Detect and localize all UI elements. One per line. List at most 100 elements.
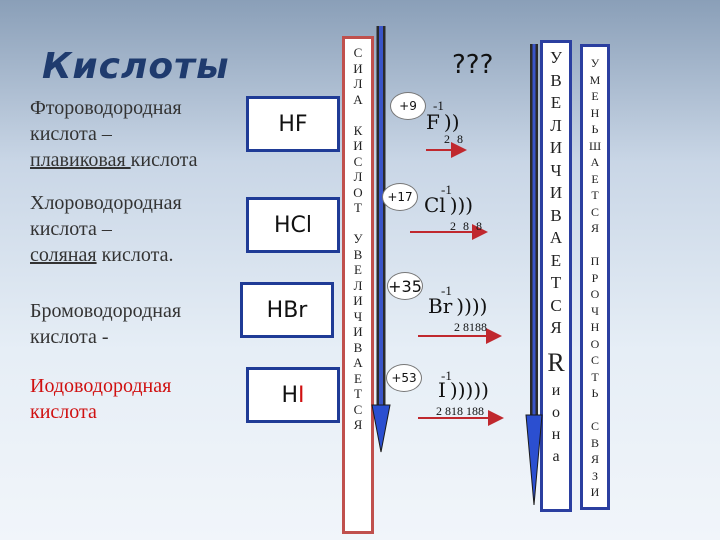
ion-radius-column-ion-letter: о <box>552 403 560 421</box>
acid-strength-column-letter: Л <box>353 169 363 184</box>
radius-arrow-head <box>525 414 543 506</box>
ion-radius-column-letter: И <box>549 138 563 157</box>
acid-strength-column-letter: Я <box>353 417 363 432</box>
bond-strength-column-letter: Ь <box>591 122 599 136</box>
atom-symbol-br: Br <box>428 294 453 318</box>
bond-strength-column-letter: Ь <box>591 386 599 400</box>
ion-radius-column-ion-letter: и <box>551 381 561 399</box>
acid-hf-description: Фтороводородная кислота – плавиковая кис… <box>30 95 198 173</box>
charge-badge-i: +53 <box>386 364 422 392</box>
acid-hcl-description: Хлороводородная кислота – соляная кислот… <box>30 190 182 268</box>
ion-radius-column-letter: С <box>550 295 562 315</box>
acid-hcl-common-rest: кислота. <box>96 244 174 266</box>
atom-cl: Cl ))) <box>424 193 473 217</box>
ion-radius-column-letter: Т <box>550 273 562 292</box>
bond-strength-column-letter: З <box>591 468 598 483</box>
atom-arcs-cl: ))) <box>449 193 474 217</box>
ion-radius-column-letter: Л <box>550 115 562 135</box>
page-title: Кислоты <box>42 46 230 87</box>
atom-symbol-cl: Cl <box>424 193 446 217</box>
acid-hi-description: Иодоводородная кислота <box>30 373 171 425</box>
bond-strength-column-letter: А <box>590 155 600 169</box>
acid-strength-column-letter: Т <box>354 386 362 401</box>
ion-charge-cl: -1 <box>441 182 452 197</box>
atom-symbol-f: F <box>426 110 440 134</box>
acid-hbr-name-line-1: Бромоводородная <box>30 300 182 322</box>
atom-arcs-f: )) <box>443 110 460 134</box>
formula-box-hbr: HBr <box>240 282 334 338</box>
bond-strength-column-letter: Е <box>591 171 599 186</box>
ion-radius-column-letter: Е <box>550 93 562 112</box>
ion-radius-column-letter: У <box>549 48 563 67</box>
acid-hi-name-line-2: кислота <box>30 401 97 423</box>
bond-strength-column-letter: Н <box>590 320 600 334</box>
bond-strength-column-letter: М <box>589 72 601 87</box>
atom-symbol-i: I <box>438 378 446 402</box>
shells-f: 2 8 <box>444 132 465 146</box>
ion-radius-column-ion-letter: а <box>552 447 560 465</box>
acid-hcl-name-line-2: кислота – <box>30 218 112 240</box>
ion-radius-column-letter: В <box>550 205 562 225</box>
acid-hi-name-line-1: Иодоводородная <box>30 375 172 397</box>
bond-strength-column-letter: Ч <box>591 303 599 318</box>
charge-badge-br: +35 <box>387 272 423 300</box>
charge-badge-cl: +17 <box>382 183 418 211</box>
bond-strength-column-letter: О <box>590 287 600 301</box>
acid-hcl-name-line-1: Хлороводородная <box>30 192 182 214</box>
formula-box-hf: HF <box>246 96 340 152</box>
acid-strength-column-letter: А <box>353 355 363 370</box>
atom-i: I ))))) <box>438 378 489 402</box>
acid-hf-name-line-2: кислота – <box>30 123 112 145</box>
bond-strength-column-letter: Е <box>591 89 599 103</box>
bond-strength-column-letter: И <box>590 485 600 499</box>
question-marks: ??? <box>452 50 494 80</box>
formula-hf: HF <box>278 111 308 137</box>
acid-strength-column-letter: С <box>353 153 363 169</box>
acid-hcl-common-underlined: соляная <box>30 244 97 266</box>
acid-hbr-description: Бромоводородная кислота - <box>30 298 181 350</box>
bond-strength-column-letter: Н <box>590 105 600 120</box>
ion-charge-f: -1 <box>433 98 444 113</box>
bond-strength-column-letter: Т <box>591 188 599 202</box>
acid-strength-column-letter: И <box>353 293 363 308</box>
atom-arcs-i: ))))) <box>449 378 489 402</box>
acid-hf-name-line-1: Фтороводородная <box>30 97 182 119</box>
acid-strength-column-letter: С <box>353 401 363 417</box>
acid-hbr-name-line-2: кислота - <box>30 326 109 348</box>
strength-arrow-head <box>371 404 391 453</box>
shells-cl: 2 8 8 <box>450 219 484 233</box>
acid-hf-common-name: плавиковая кислота <box>30 147 198 173</box>
bond-strength-column-letter: Т <box>591 369 599 384</box>
ion-radius-column-letter: И <box>549 183 563 202</box>
acid-strength-column-letter: В <box>353 339 363 355</box>
ion-radius-column-letter: Ч <box>550 160 562 180</box>
bond-strength-column-letter: Ш <box>588 138 602 153</box>
bond-strength-column-letter: С <box>590 204 599 219</box>
acid-strength-column-letter: Е <box>354 370 362 386</box>
acid-strength-column-letter: И <box>353 138 363 153</box>
acid-strength-column-letter: И <box>353 324 363 339</box>
acid-hcl-common-name: соляная кислота. <box>30 242 182 268</box>
radius-symbol: R <box>547 347 565 377</box>
bond-strength-column-letter: У <box>590 56 600 70</box>
acid-strength-column-letter: В <box>353 246 363 262</box>
ion-radius-column-ion-letter: н <box>551 425 561 443</box>
ion-radius-column-letter: Е <box>550 250 562 270</box>
shells-i: 2 818 188 <box>436 404 484 418</box>
acid-strength-column-letter: Е <box>354 262 362 277</box>
acid-strength-column-letter: Ч <box>353 308 363 324</box>
bond-strength-column-letter: С <box>590 419 599 433</box>
bond-strength-column-letter: П <box>590 254 600 268</box>
acid-strength-column-letter: Т <box>354 200 362 215</box>
formula-hcl: HCl <box>273 212 313 238</box>
acid-strength-column-letter: А <box>353 91 363 107</box>
acid-hf-common-underlined: плавиковая <box>30 149 131 171</box>
acid-strength-column-letter: И <box>353 60 363 76</box>
atom-f: F )) <box>426 110 460 134</box>
formula-hi-h: H <box>281 382 299 408</box>
ion-radius-column-letter: Я <box>550 318 562 337</box>
